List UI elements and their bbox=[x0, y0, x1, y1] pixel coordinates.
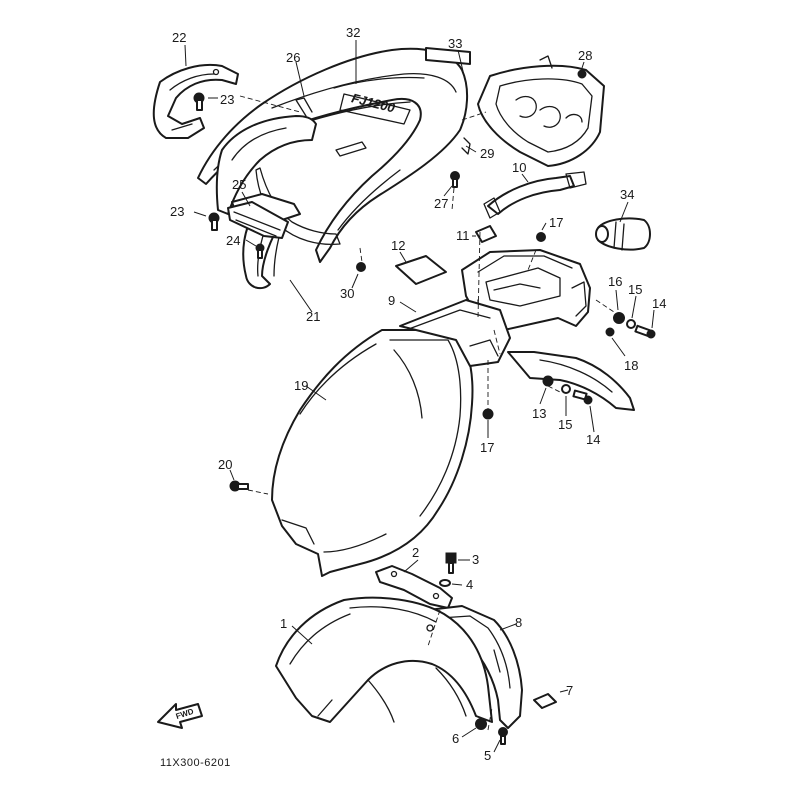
callout-15-upper: 15 bbox=[628, 282, 642, 297]
part-3-bolt bbox=[445, 552, 457, 574]
part-14-bolt-lower bbox=[572, 389, 593, 405]
forward-arrow: FWD bbox=[157, 703, 203, 729]
callout-2: 2 bbox=[412, 545, 419, 560]
part-17-nut-upper bbox=[536, 232, 546, 242]
callout-34: 34 bbox=[620, 187, 634, 202]
callout-22: 22 bbox=[172, 30, 186, 45]
callout-14-lower: 14 bbox=[586, 432, 600, 447]
part-22-grab-rail-left bbox=[152, 64, 239, 139]
callout-1: 1 bbox=[280, 616, 287, 631]
callout-9: 9 bbox=[388, 293, 395, 308]
callout-7: 7 bbox=[566, 683, 573, 698]
part-6-nut bbox=[475, 718, 487, 730]
part-9-fender-mount bbox=[399, 299, 511, 367]
part-13-nut bbox=[542, 375, 554, 387]
callout-23-lower: 23 bbox=[170, 204, 184, 219]
part-19-rear-fender bbox=[271, 329, 474, 577]
callout-23-upper: 23 bbox=[220, 92, 234, 107]
part-23-bolt-upper bbox=[193, 92, 205, 111]
part-7-clip bbox=[533, 693, 557, 709]
part-16-grommet bbox=[613, 312, 625, 324]
part-10-strap bbox=[483, 171, 587, 219]
part-12-pad bbox=[395, 255, 447, 285]
part-11-clamp bbox=[475, 225, 497, 243]
part-18-grommet bbox=[605, 327, 615, 337]
part-27-bolt bbox=[450, 171, 460, 188]
leader-lines bbox=[184, 40, 655, 753]
callout-25: 25 bbox=[232, 177, 246, 192]
callout-19: 19 bbox=[294, 378, 308, 393]
callout-11: 11 bbox=[456, 228, 470, 243]
part-14-bolt-upper bbox=[634, 324, 656, 339]
callout-17-lower: 17 bbox=[480, 440, 494, 455]
callout-20: 20 bbox=[218, 457, 232, 472]
part-20-bolt bbox=[229, 480, 249, 492]
callout-labels: 1 2 3 4 5 6 7 8 9 10 11 12 13 14 14 15 1… bbox=[170, 25, 666, 763]
callout-21: 21 bbox=[306, 309, 320, 324]
assembly-dashed-lines bbox=[239, 95, 621, 731]
part-34-license-light bbox=[595, 217, 651, 251]
callout-29: 29 bbox=[480, 146, 494, 161]
callout-13: 13 bbox=[532, 406, 546, 421]
callout-14-upper: 14 bbox=[652, 296, 666, 311]
part-25-pad bbox=[227, 201, 289, 239]
callout-8: 8 bbox=[515, 615, 522, 630]
part-15-washer-lower bbox=[561, 384, 571, 394]
part-30-screw bbox=[356, 262, 366, 272]
callout-12: 12 bbox=[391, 238, 405, 253]
callout-33: 33 bbox=[448, 36, 462, 51]
callout-4: 4 bbox=[466, 577, 473, 592]
callout-32: 32 bbox=[346, 25, 360, 40]
callout-15-lower: 15 bbox=[558, 417, 572, 432]
part-5-bolt bbox=[498, 727, 508, 745]
callout-28: 28 bbox=[578, 48, 592, 63]
callout-18: 18 bbox=[624, 358, 638, 373]
part-28-screw bbox=[577, 69, 587, 79]
part-33-label-strip bbox=[425, 47, 471, 65]
part-15-washer-upper bbox=[626, 319, 636, 329]
callout-30: 30 bbox=[340, 286, 354, 301]
drawing-code: 11X300-6201 bbox=[160, 757, 231, 769]
callout-3: 3 bbox=[472, 552, 479, 567]
part-18-fender-tail bbox=[507, 351, 635, 411]
part-4-washer bbox=[439, 579, 451, 587]
callout-16: 16 bbox=[608, 274, 622, 289]
callout-5: 5 bbox=[484, 748, 491, 763]
part-1-front-fender bbox=[275, 596, 493, 723]
part-24-bolt bbox=[255, 243, 265, 259]
callout-27: 27 bbox=[434, 196, 448, 211]
part-23-bolt-lower bbox=[208, 212, 220, 231]
callout-6: 6 bbox=[452, 731, 459, 746]
callout-17-upper: 17 bbox=[549, 215, 563, 230]
callout-24: 24 bbox=[226, 233, 240, 248]
part-29-clip bbox=[461, 137, 471, 155]
part-2-stay bbox=[375, 565, 453, 609]
callout-10: 10 bbox=[512, 160, 526, 175]
part-28-tail-lens bbox=[477, 55, 605, 167]
callout-26: 26 bbox=[286, 50, 300, 65]
